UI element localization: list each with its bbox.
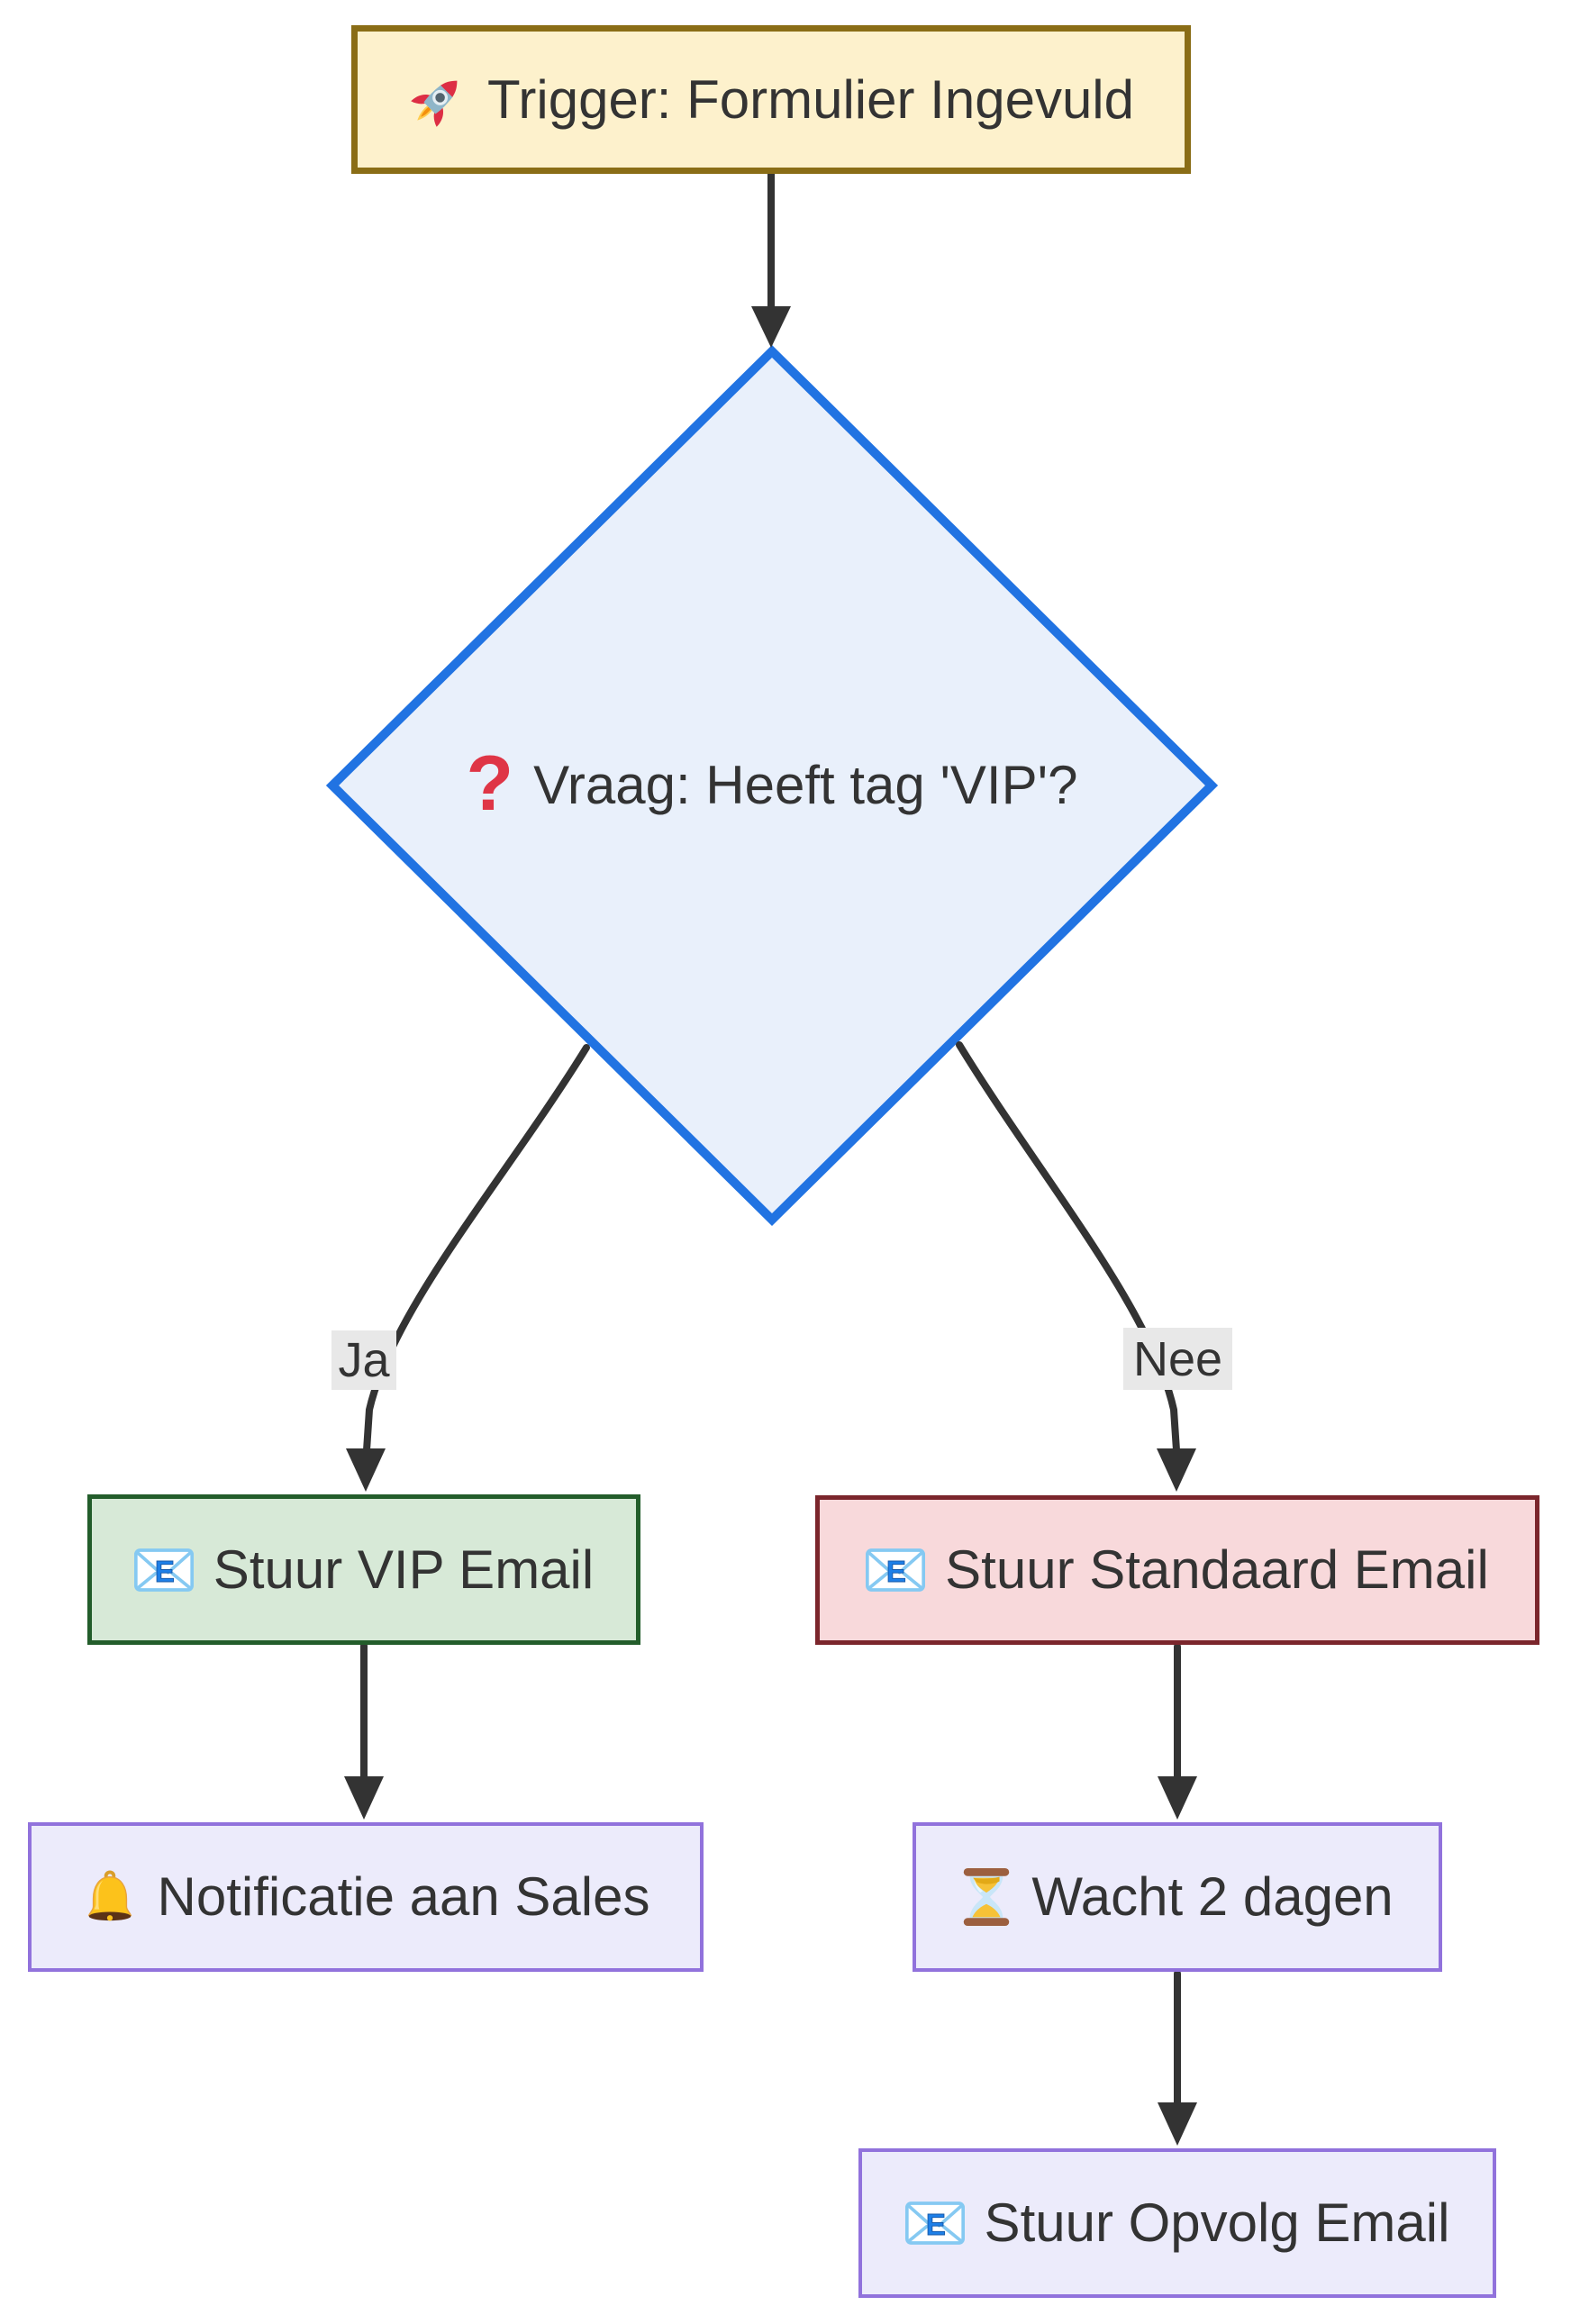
node-notify-sales-label: Notificatie aan Sales — [157, 1866, 650, 1927]
svg-text:E: E — [155, 1554, 175, 1587]
email-icon: E — [133, 1548, 194, 1592]
decision-diamond-shape — [325, 344, 1219, 1227]
svg-text:E: E — [925, 2208, 945, 2241]
edge-decision-to-vip — [363, 1044, 590, 1454]
node-decision: ? Vraag: Heeft tag 'VIP'? — [450, 718, 1094, 853]
rocket-icon — [411, 80, 458, 127]
node-vip-email: E Stuur VIP Email — [87, 1494, 640, 1645]
node-standard-email-label: Stuur Standaard Email — [945, 1539, 1489, 1600]
email-icon: E — [866, 1548, 926, 1592]
node-followup-email-label: Stuur Opvolg Email — [984, 2192, 1450, 2253]
edge-label-ja: Ja — [331, 1330, 396, 1390]
node-followup-email: E Stuur Opvolg Email — [858, 2148, 1496, 2298]
arrowhead-standard — [1157, 1448, 1196, 1492]
node-wait-label: Wacht 2 dagen — [1031, 1866, 1394, 1927]
question-mark-icon: ? — [466, 740, 514, 827]
node-notify-sales: Notificatie aan Sales — [28, 1822, 704, 1972]
arrowhead-notify — [344, 1776, 384, 1820]
edge-label-nee: Nee — [1123, 1328, 1232, 1390]
node-wait: Wacht 2 dagen — [913, 1822, 1442, 1972]
node-standard-email: E Stuur Standaard Email — [815, 1495, 1539, 1645]
arrowhead-followup — [1158, 2102, 1197, 2146]
arrowhead-wait — [1158, 1776, 1197, 1820]
hourglass-icon — [964, 1867, 1010, 1927]
email-icon: E — [904, 2201, 965, 2245]
arrowhead-vip — [346, 1448, 386, 1492]
bell-icon — [87, 1870, 132, 1921]
arrowhead-decision — [751, 306, 791, 348]
node-vip-email-label: Stuur VIP Email — [213, 1539, 595, 1600]
svg-text:E: E — [886, 1555, 906, 1588]
node-decision-label: Vraag: Heeft tag 'VIP'? — [533, 755, 1078, 815]
node-trigger-label: Trigger: Formulier Ingevuld — [486, 68, 1135, 130]
node-trigger: Trigger: Formulier Ingevuld — [351, 25, 1191, 174]
